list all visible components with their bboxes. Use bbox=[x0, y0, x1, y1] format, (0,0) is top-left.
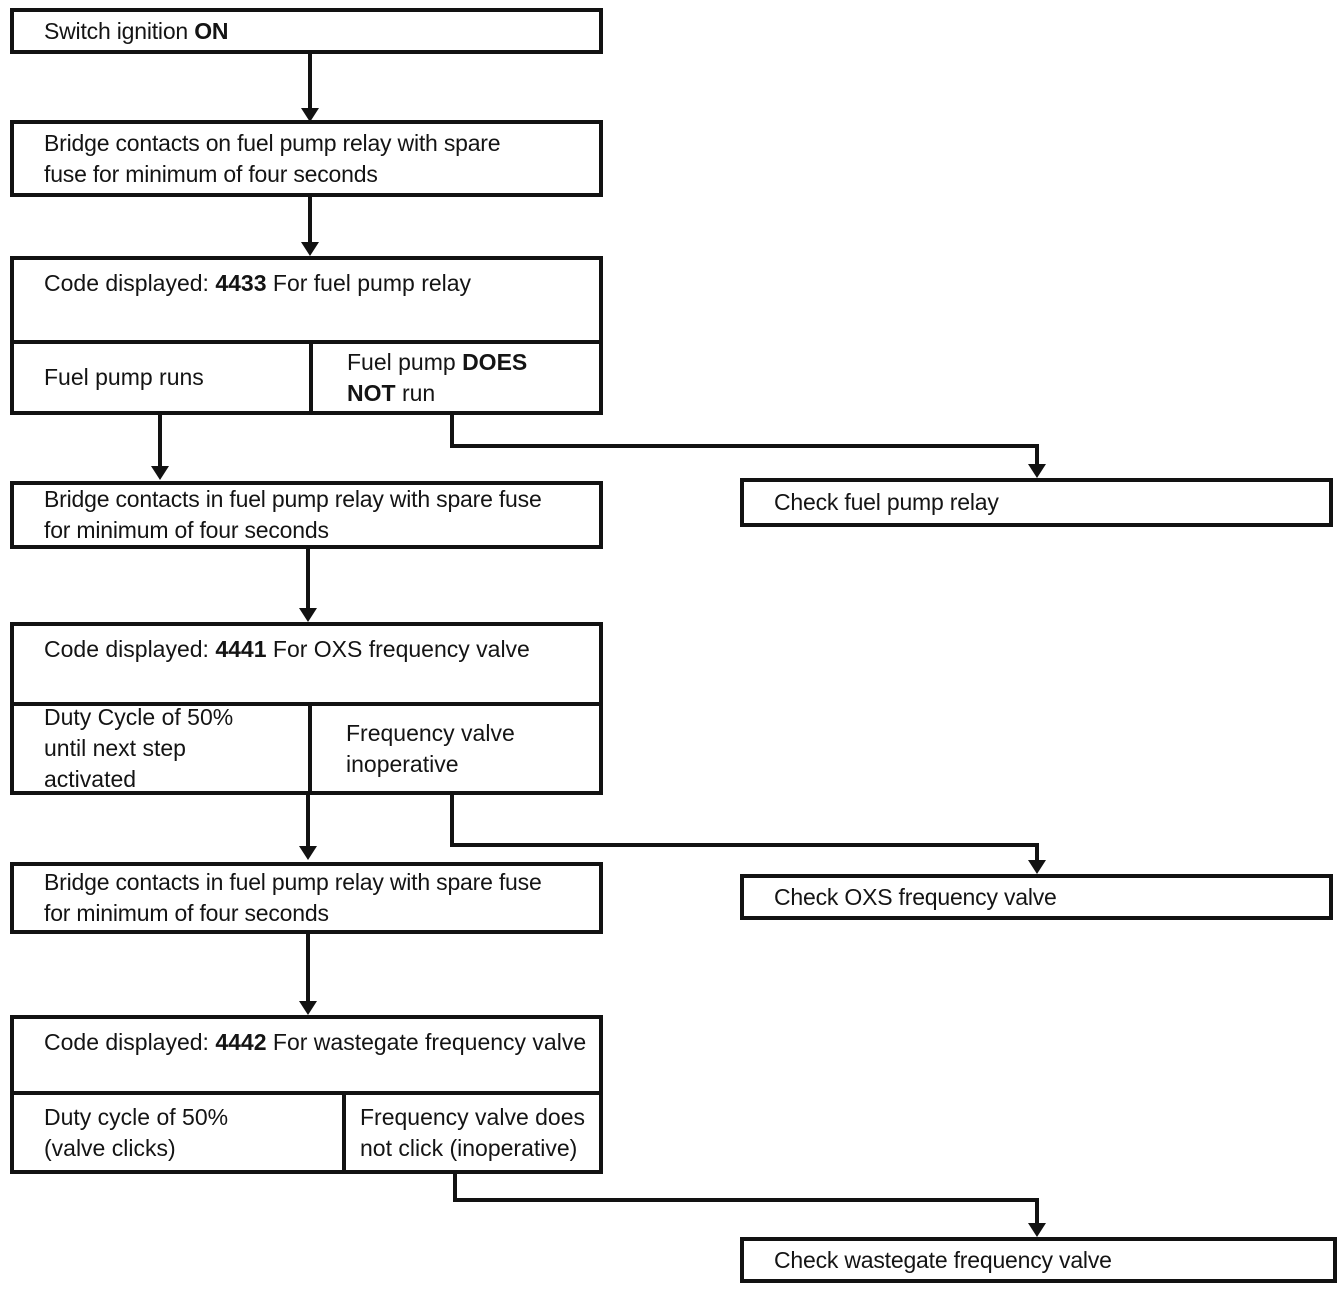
text-line: NOT run bbox=[347, 378, 593, 409]
check-oxs-frequency-valve-box: Check OXS frequency valve bbox=[740, 874, 1333, 920]
switch-ignition-box: Switch ignition ON bbox=[10, 8, 603, 54]
text-line: For OXS frequency valve bbox=[272, 636, 530, 662]
connector-c-down-1 bbox=[453, 1174, 457, 1202]
code-4433-box: Code displayed: 4433 For fuel pump relay… bbox=[10, 256, 603, 415]
text-line: Code displayed: 4442 bbox=[44, 1029, 267, 1055]
arrow-1-shaft bbox=[308, 54, 312, 110]
arrow-1-head bbox=[301, 108, 319, 122]
connector-a-down-2 bbox=[1035, 444, 1039, 466]
connector-b-across bbox=[450, 843, 1039, 847]
text-line: Duty Cycle of 50% bbox=[44, 704, 234, 730]
text-line: Bridge contacts in fuel pump relay with … bbox=[44, 869, 542, 895]
arrow-5-head bbox=[299, 846, 317, 860]
text-line: Check wastegate frequency valve bbox=[774, 1246, 1112, 1273]
arrow-5-shaft bbox=[306, 795, 310, 848]
code-4442-outcomes: Duty cycle of 50% (valve clicks) Frequen… bbox=[14, 1095, 599, 1170]
fuel-pump-runs-cell: Fuel pump runs bbox=[14, 344, 313, 411]
connector-b-down-1 bbox=[450, 795, 454, 847]
duty-cycle-clicks-cell: Duty cycle of 50% (valve clicks) bbox=[14, 1095, 346, 1170]
frequency-valve-no-click-cell: Frequency valve does not click (inoperat… bbox=[346, 1095, 599, 1170]
text-line: Check OXS frequency valve bbox=[774, 883, 1057, 910]
text-line: activated bbox=[44, 766, 137, 792]
code-number: 4442 bbox=[215, 1029, 267, 1055]
arrow-2-head bbox=[301, 242, 319, 256]
text-line: Check fuel pump relay bbox=[774, 489, 999, 515]
connector-a-head bbox=[1028, 464, 1046, 478]
cell-text-bold: NOT bbox=[347, 379, 396, 406]
cell-text: run bbox=[395, 379, 436, 406]
code-label: Code displayed: bbox=[44, 636, 216, 662]
connector-a-down-1 bbox=[450, 415, 454, 448]
text-line: Frequency valve does bbox=[360, 1103, 586, 1130]
text-line: (valve clicks) bbox=[44, 1134, 176, 1161]
text-line: Fuel pump DOES bbox=[347, 347, 593, 378]
arrow-2-shaft bbox=[308, 197, 312, 244]
bridge-contacts-box-1: Bridge contacts on fuel pump relay with … bbox=[10, 120, 603, 197]
connector-c-down-2 bbox=[1035, 1198, 1039, 1226]
text-line: For fuel pump relay bbox=[272, 270, 472, 296]
arrow-3-shaft bbox=[158, 415, 162, 468]
connector-c-across bbox=[453, 1198, 1039, 1202]
code-4433-header: Code displayed: 4433 For fuel pump relay bbox=[14, 260, 599, 344]
duty-cycle-50-cell: Duty Cycle of 50% until next step activa… bbox=[14, 704, 312, 792]
switch-ignition-bold: ON bbox=[194, 17, 229, 44]
check-wastegate-frequency-valve-box: Check wastegate frequency valve bbox=[740, 1237, 1337, 1283]
bridge-contacts-box-2: Bridge contacts in fuel pump relay with … bbox=[10, 481, 603, 549]
text-line: until next step bbox=[44, 735, 186, 761]
text-line: for minimum of four seconds bbox=[44, 900, 329, 926]
arrow-6-shaft bbox=[306, 934, 310, 1001]
connector-c-head bbox=[1028, 1223, 1046, 1237]
code-4442-header: Code displayed: 4442 For wastegate frequ… bbox=[14, 1019, 599, 1095]
code-4441-header: Code displayed: 4441 For OXS frequency v… bbox=[14, 626, 599, 706]
connector-b-head bbox=[1028, 860, 1046, 874]
text-line: Frequency valve bbox=[346, 719, 515, 746]
text-line: not click (inoperative) bbox=[360, 1134, 578, 1161]
text-line: Bridge contacts in fuel pump relay with … bbox=[44, 486, 542, 512]
frequency-valve-inoperative-cell: Frequency valve inoperative bbox=[312, 706, 599, 791]
arrow-3-head bbox=[151, 466, 169, 480]
text-line: fuse for minimum of four seconds bbox=[44, 160, 378, 187]
code-number: 4441 bbox=[215, 636, 267, 662]
check-fuel-pump-relay-box: Check fuel pump relay bbox=[740, 478, 1333, 527]
arrow-4-shaft bbox=[306, 549, 310, 609]
bridge-contacts-box-3: Bridge contacts in fuel pump relay with … bbox=[10, 862, 603, 934]
text-line: Code displayed: 4433 bbox=[44, 270, 267, 296]
text-line: inoperative bbox=[346, 750, 459, 777]
connector-a-across bbox=[450, 444, 1039, 448]
text-line: Switch ignition ON bbox=[44, 16, 589, 47]
cell-text: Fuel pump bbox=[347, 348, 463, 375]
text-line: Code displayed: 4441 bbox=[44, 636, 267, 662]
code-4441-box: Code displayed: 4441 For OXS frequency v… bbox=[10, 622, 603, 795]
text-line: For wastegate frequency valve bbox=[272, 1029, 587, 1055]
text-line: Bridge contacts on fuel pump relay with … bbox=[44, 129, 501, 156]
code-4441-outcomes: Duty Cycle of 50% until next step activa… bbox=[14, 704, 599, 792]
text-line: Fuel pump runs bbox=[44, 364, 204, 390]
switch-ignition-text: Switch ignition bbox=[44, 17, 195, 44]
code-label: Code displayed: bbox=[44, 270, 216, 296]
code-4442-box: Code displayed: 4442 For wastegate frequ… bbox=[10, 1015, 603, 1174]
text-line: Duty cycle of 50% bbox=[44, 1103, 229, 1130]
arrow-4-head bbox=[299, 608, 317, 622]
connector-b-down-2 bbox=[1035, 843, 1039, 862]
cell-text-bold: DOES bbox=[462, 348, 528, 375]
code-4433-outcomes: Fuel pump runs Fuel pump DOES NOT run bbox=[14, 344, 599, 411]
arrow-6-head bbox=[299, 1001, 317, 1015]
text-line: for minimum of four seconds bbox=[44, 517, 329, 543]
code-label: Code displayed: bbox=[44, 1029, 216, 1055]
fuel-pump-not-run-cell: Fuel pump DOES NOT run bbox=[313, 344, 599, 411]
code-number: 4433 bbox=[215, 270, 267, 296]
